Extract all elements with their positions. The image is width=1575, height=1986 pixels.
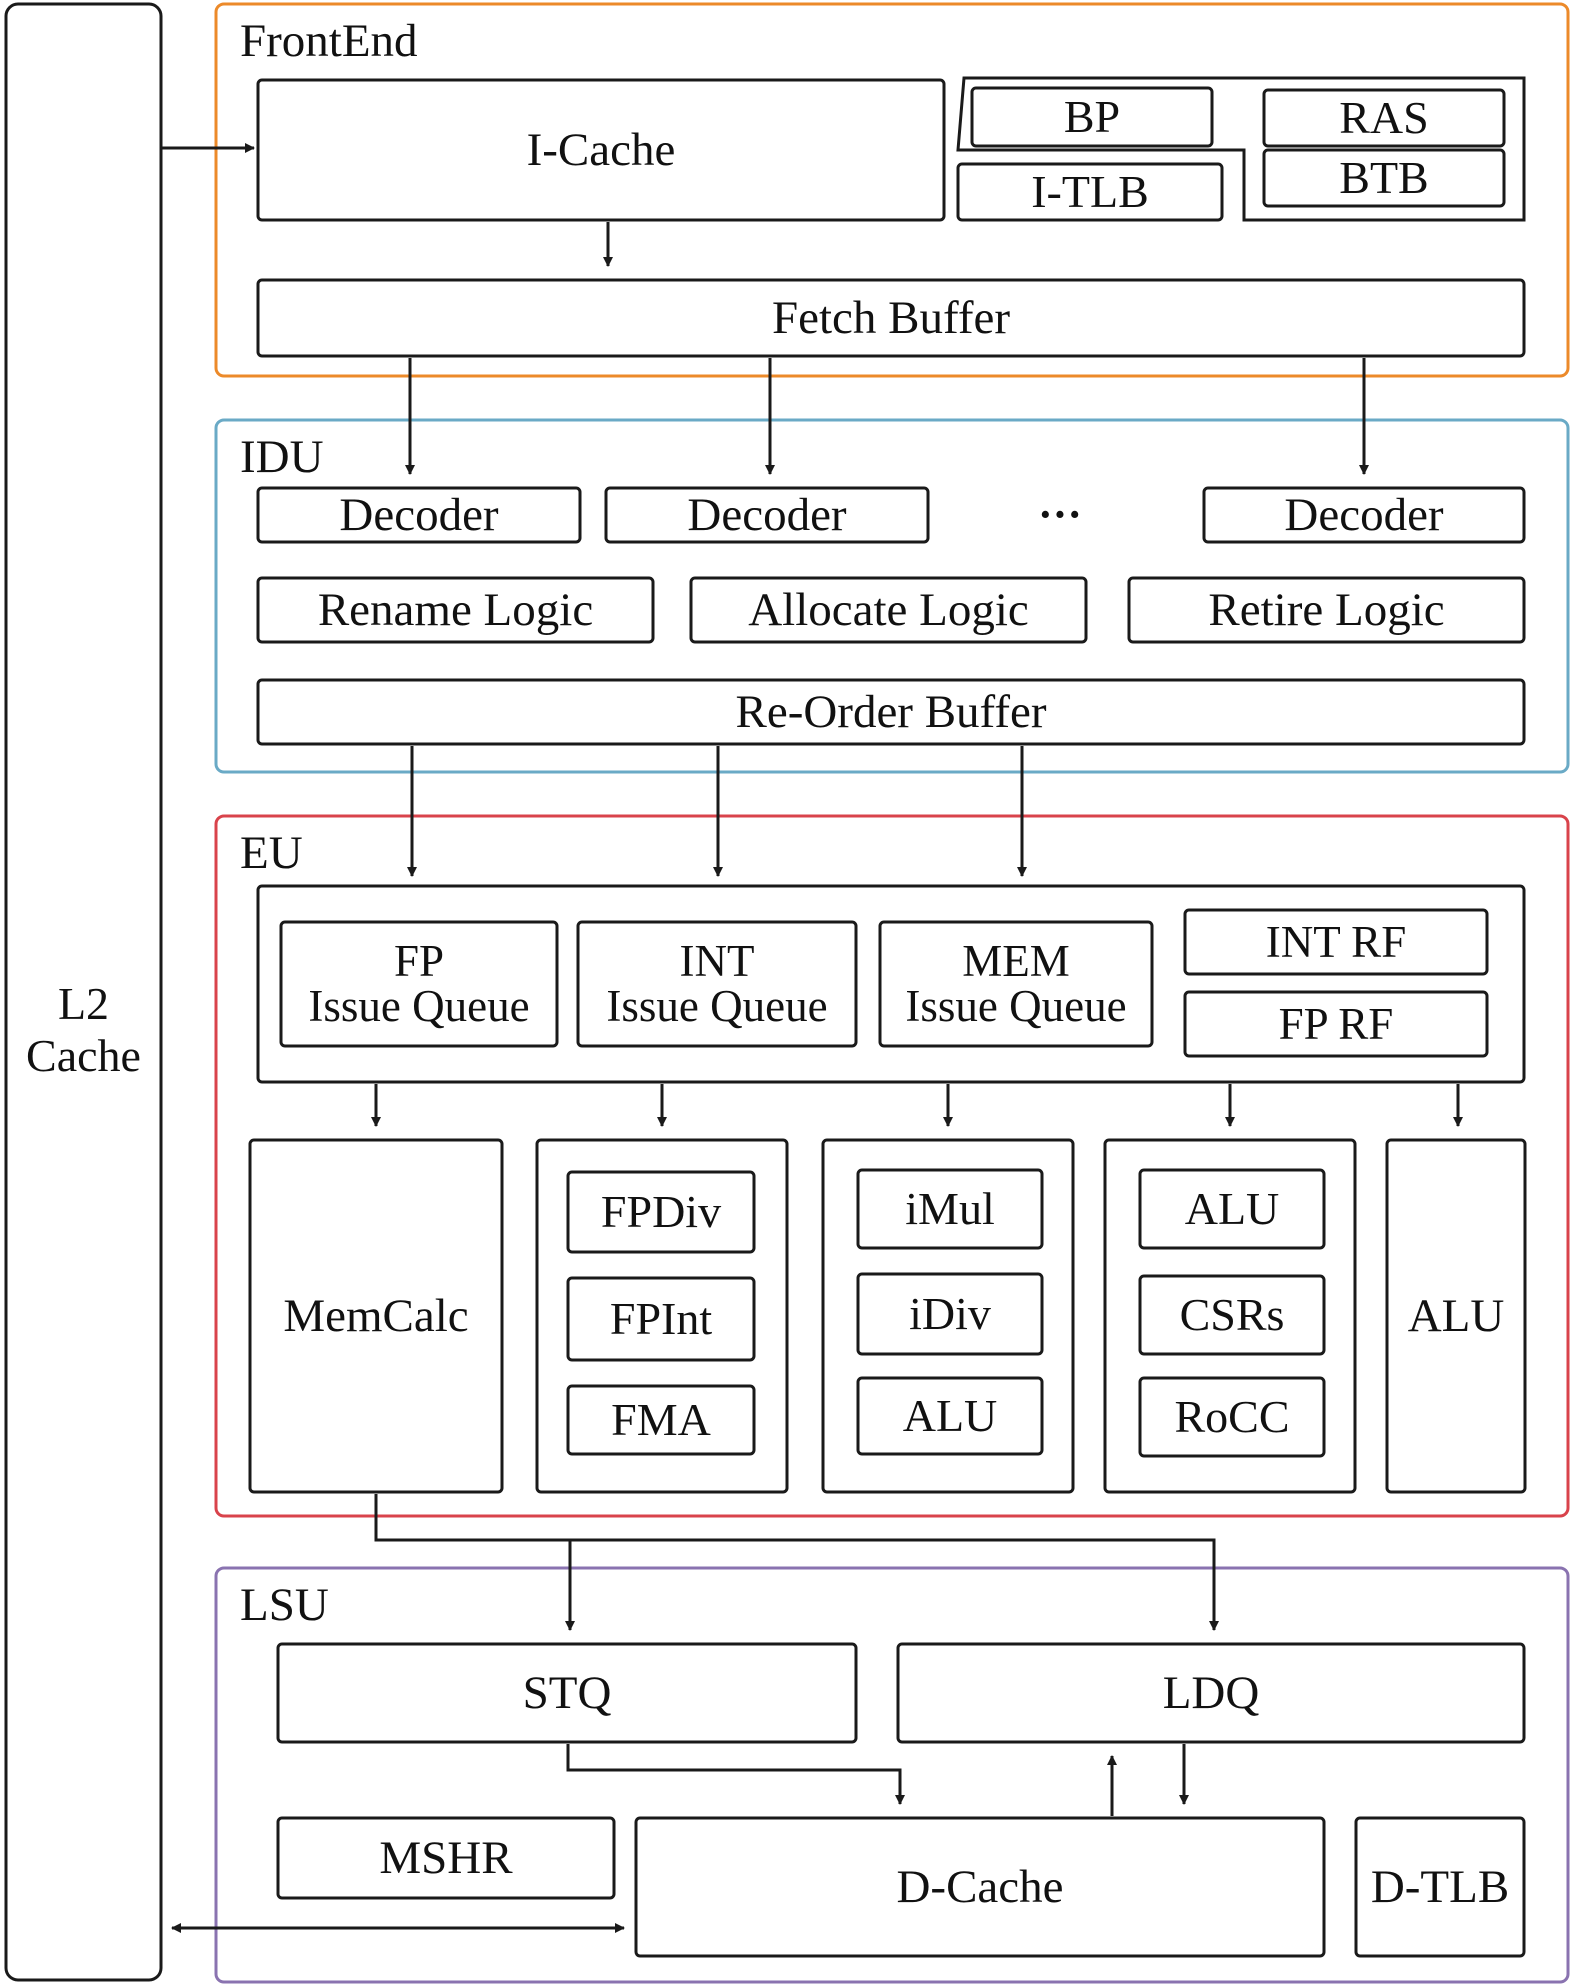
- mem-issue-queue-box: [878, 920, 1154, 1048]
- int-units-box: [821, 1138, 1075, 1494]
- rob-box: [256, 678, 1526, 746]
- decoder-ellipsis: ···: [1037, 490, 1083, 539]
- bp-label: BP: [1063, 91, 1121, 142]
- fpdiv-box: [566, 1170, 756, 1254]
- eu-title: EU: [240, 827, 303, 879]
- alu-int-label: ALU: [902, 1390, 998, 1441]
- ldq-label: LDQ: [1162, 1666, 1260, 1719]
- l2-label-line1: L2: [57, 978, 110, 1029]
- imul-label: iMul: [905, 1183, 995, 1234]
- csrs-box: [1138, 1274, 1326, 1356]
- allocate-logic-label: Allocate Logic: [748, 583, 1029, 636]
- alu-b-label: ALU: [1407, 1289, 1505, 1342]
- memcalc-label: MemCalc: [283, 1289, 469, 1342]
- int-issue-queue-box: [576, 920, 858, 1048]
- fpint-label: FPInt: [609, 1293, 713, 1344]
- alu-int-box: [856, 1376, 1044, 1456]
- icache-label: I-Cache: [526, 123, 676, 176]
- l2-cache-box: [4, 2, 163, 1982]
- mem-issue-queue-label: MEM Issue Queue: [880, 922, 1152, 1046]
- allocate-logic-box: [689, 576, 1088, 644]
- lsu-frame: [214, 1566, 1570, 1984]
- fp-issue-queue-label: FP Issue Queue: [281, 922, 557, 1046]
- fpint-box: [566, 1276, 756, 1362]
- misc-units-box: [1103, 1138, 1357, 1494]
- decoder-1-label: Decoder: [339, 488, 499, 541]
- mshr-box: [276, 1816, 616, 1900]
- retire-logic-label: Retire Logic: [1208, 583, 1445, 636]
- l2-label-line2: Cache: [26, 1030, 141, 1081]
- fp-iq-line2: Issue Queue: [308, 981, 530, 1031]
- idiv-label: iDiv: [909, 1288, 991, 1339]
- mshr-label: MSHR: [379, 1831, 513, 1884]
- imul-box: [856, 1168, 1044, 1250]
- predictor-container: [956, 76, 1526, 222]
- fp-iq-line1: FP: [393, 936, 445, 986]
- mem-iq-line2: Issue Queue: [905, 981, 1127, 1031]
- decoder-1-box: [256, 486, 582, 544]
- fp-rf-box: [1183, 990, 1489, 1058]
- int-rf-box: [1183, 908, 1489, 976]
- fma-box: [566, 1384, 756, 1456]
- rob-label: Re-Order Buffer: [735, 685, 1047, 738]
- fetch-buffer-label: Fetch Buffer: [772, 291, 1010, 344]
- ras-box: [1262, 88, 1506, 148]
- stq-box: [276, 1642, 858, 1744]
- int-iq-line1: INT: [679, 936, 755, 986]
- fma-label: FMA: [611, 1394, 711, 1445]
- dtlb-label: D-TLB: [1370, 1860, 1510, 1913]
- wire-memcalc-to-ldq: [570, 1538, 1219, 1631]
- icache-box: [256, 78, 946, 222]
- int-rf-label: INT RF: [1265, 916, 1407, 967]
- frontend-title: FrontEnd: [240, 15, 418, 67]
- itlb-box: [956, 162, 1224, 222]
- rename-logic-label: Rename Logic: [317, 583, 594, 636]
- fp-issue-queue-box: [279, 920, 559, 1048]
- ldq-box: [896, 1642, 1526, 1744]
- memcalc-box: [248, 1138, 504, 1494]
- wire-stq-to-dcache: [566, 1744, 905, 1805]
- issue-container-box: [256, 884, 1526, 1084]
- decoder-2-box: [604, 486, 930, 544]
- retire-logic-box: [1127, 576, 1526, 644]
- dcache-box: [634, 1816, 1326, 1958]
- lsu-title: LSU: [240, 1579, 329, 1631]
- fp-rf-label: FP RF: [1278, 998, 1394, 1049]
- idu-title: IDU: [240, 431, 324, 483]
- decoder-n-box: [1202, 486, 1526, 544]
- rocc-label: RoCC: [1174, 1391, 1290, 1442]
- rocc-box: [1138, 1376, 1326, 1458]
- int-iq-line2: Issue Queue: [606, 981, 828, 1031]
- itlb-label: I-TLB: [1031, 166, 1149, 217]
- mem-iq-line1: MEM: [962, 936, 1070, 986]
- bp-box: [970, 86, 1214, 148]
- fetch-buffer-box: [256, 278, 1526, 358]
- alu-a-box: [1138, 1168, 1326, 1250]
- idiv-box: [856, 1272, 1044, 1356]
- fp-units-box: [535, 1138, 789, 1494]
- l2-cache-label: L2 Cache: [6, 960, 161, 1100]
- wire-memcalc-to-stq: [374, 1494, 575, 1631]
- eu-frame: [214, 814, 1570, 1518]
- rename-logic-box: [256, 576, 655, 644]
- btb-label: BTB: [1339, 152, 1429, 203]
- stq-label: STQ: [522, 1666, 612, 1719]
- btb-box: [1262, 148, 1506, 208]
- int-issue-queue-label: INT Issue Queue: [578, 922, 856, 1046]
- frontend-frame: [214, 2, 1570, 378]
- ras-label: RAS: [1339, 92, 1429, 143]
- fpdiv-label: FPDiv: [600, 1186, 722, 1237]
- decoder-2-label: Decoder: [687, 488, 847, 541]
- dtlb-box: [1354, 1816, 1526, 1958]
- dcache-label: D-Cache: [896, 1860, 1064, 1913]
- alu-b-box: [1385, 1138, 1527, 1494]
- decoder-n-label: Decoder: [1284, 488, 1444, 541]
- csrs-label: CSRs: [1179, 1289, 1285, 1340]
- alu-a-label: ALU: [1184, 1183, 1280, 1234]
- idu-frame: [214, 418, 1570, 774]
